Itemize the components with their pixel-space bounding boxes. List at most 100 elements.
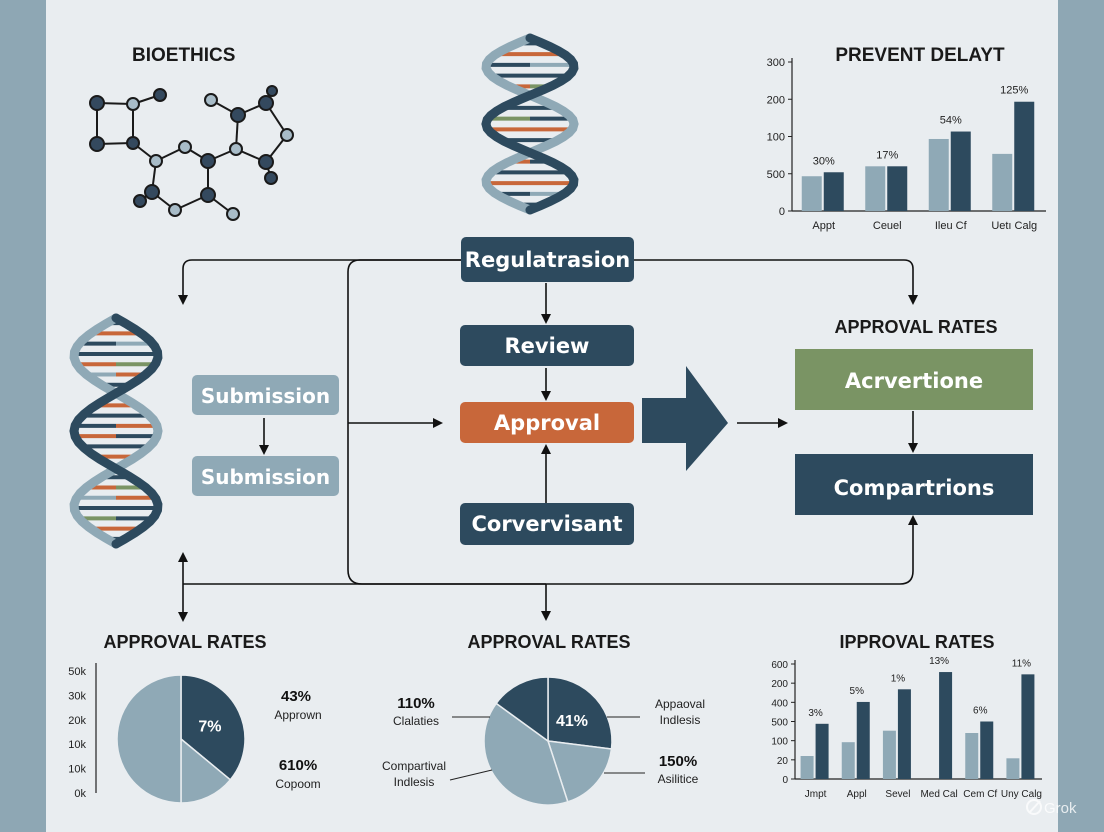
dna-strand [481,33,579,215]
bar [928,138,949,211]
x-tick-label: Sevel [885,789,910,800]
slice-label: 7% [198,718,221,735]
y-tick-label: 0k [74,788,86,800]
y-tick-label: 20 [777,756,789,767]
data-label: 17% [876,149,898,161]
leader-line [449,769,493,781]
bar [965,733,979,779]
pie-slice [180,737,232,804]
x-tick-label: Uetı Calg [991,220,1037,232]
y-tick-label: 30k [68,690,86,702]
right-side-band [1058,0,1104,832]
data-label: 54% [940,115,962,127]
dna-strand [69,313,163,549]
x-tick-label: Ileu Cf [935,220,968,232]
x-tick-label: Uny Calg [1001,789,1042,800]
submission-box: Submission [192,375,339,415]
pie-slice [495,676,549,743]
y-tick-label: 300 [767,57,785,69]
bar [1014,101,1035,211]
y-tick-label: 0 [779,206,785,218]
y-tick-label: 600 [771,660,788,671]
approval-rates-pie-center: APPROVAL RATES 41%110%ClalatiesCompartiv… [382,632,705,806]
annotation-line: Indlesis [394,775,435,789]
annotation-text: Asilitice [658,772,699,786]
bar [841,742,855,779]
chart-title: APPROVAL RATES [103,632,266,652]
annotation-line: Appaoval [655,697,705,711]
annotation-value: 610% [279,757,317,774]
bar [887,166,908,211]
bar [823,172,844,211]
approval-box: Approval [460,402,634,443]
dna-strand [481,33,579,215]
approval-rates-pie-left: APPROVAL RATES 50k30k20k10k10k0k7%43%App… [68,632,322,804]
dna-helix-icon [481,33,579,215]
bar [950,131,971,211]
pie-slice [116,674,182,804]
x-tick-label: Cem Cf [963,789,997,800]
bar [992,153,1013,211]
bar [800,756,814,779]
y-tick-label: 50k [68,666,86,678]
pie-slice [180,674,246,781]
dna-helix-icon [69,313,163,549]
acrvertione-box: Acrvertione [795,349,1033,410]
data-label: 13% [929,656,949,667]
bar [865,166,886,211]
y-tick-label: 100 [771,737,788,748]
x-tick-label: Med Cal [920,789,957,800]
grok-logo-icon [1026,799,1042,815]
bar [1006,758,1020,779]
approval-rates-heading: APPROVAL RATES [834,317,997,337]
corvervisant-box: Corvervisant [460,503,634,545]
submission-box: Submission [192,456,339,496]
x-tick-label: Ceuel [873,220,902,232]
svg-text:Compartrions: Compartrions [834,476,995,500]
x-tick-label: Jmpt [805,789,827,800]
data-label: 11% [1012,658,1031,669]
x-tick-label: Appt [812,220,835,232]
annotation-line: Indlesis [660,713,701,727]
annotation-value: 43% [281,688,311,705]
bar [882,730,896,779]
svg-text:Regulatrasion: Regulatrasion [465,248,630,272]
bar [980,721,994,779]
pie-slice [483,702,569,806]
flow-connectors [178,259,918,622]
left-side-band [0,0,46,832]
svg-text:Approval: Approval [494,411,600,435]
bar [897,689,911,779]
annotation-text: Apprown [274,708,321,722]
data-label: 30% [813,155,835,167]
dna-strand [69,313,163,549]
y-tick-label: 500 [771,718,788,729]
svg-text:Corvervisant: Corvervisant [471,512,622,536]
slice-label: 41% [556,713,588,730]
bar [856,701,870,779]
molecule-icon [89,85,294,221]
connector-left-branch [178,259,462,305]
bar [1021,674,1035,779]
y-tick-label: 200 [767,94,785,106]
pie-slice [547,676,613,750]
big-arrow-icon [642,366,728,471]
annotation-line: Compartival [382,759,446,773]
svg-text:Submission: Submission [201,384,330,408]
watermark-text: Grok [1044,800,1077,817]
y-tick-label: 100 [767,132,785,144]
y-tick-label: 200 [771,679,788,690]
bar [815,723,829,779]
regulatrasion-box: Regulatrasion [461,237,634,282]
bar [939,672,953,779]
review-box: Review [460,325,634,366]
ipproval-rates-chart: IPPROVAL RATES 6002004005001002003%Jmpt5… [771,632,1042,800]
annotation-text: Copoom [275,777,320,791]
svg-text:Acrvertione: Acrvertione [845,369,983,393]
annotation-value: 110% [397,695,435,712]
y-tick-label: 10k [68,764,86,776]
